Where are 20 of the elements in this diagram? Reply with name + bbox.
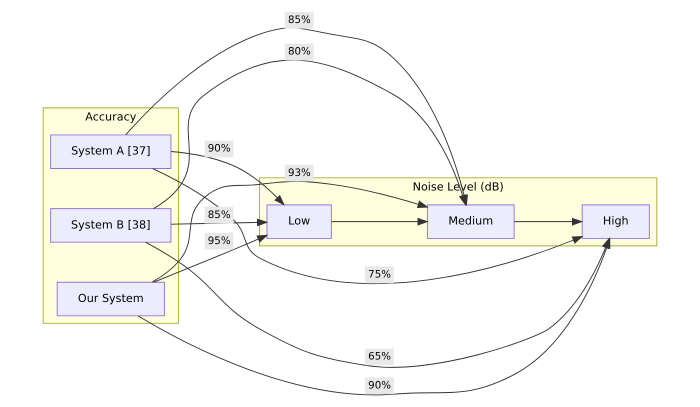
arrow — [331, 218, 429, 226]
edge-label: 80% — [288, 46, 311, 58]
edge-label: 75% — [368, 268, 391, 280]
edge-label: 90% — [208, 142, 231, 155]
node-box: Low — [266, 204, 332, 239]
node-box: High — [582, 204, 650, 239]
node-box: System A [37] — [50, 134, 172, 169]
node-box: Our System — [56, 282, 165, 316]
arrow — [153, 234, 268, 283]
edge-label: 95% — [208, 234, 231, 247]
edge-label: 85% — [288, 14, 311, 26]
node-box: System B [38] — [50, 208, 172, 243]
arrow — [153, 60, 466, 210]
edge-label: 90% — [368, 379, 391, 392]
edge-label: 93% — [288, 166, 311, 179]
edge-label: 65% — [368, 350, 391, 362]
arrow — [514, 218, 584, 226]
arrow — [170, 151, 285, 206]
edge-label: 85% — [208, 208, 231, 221]
node-box: Medium — [426, 204, 515, 239]
